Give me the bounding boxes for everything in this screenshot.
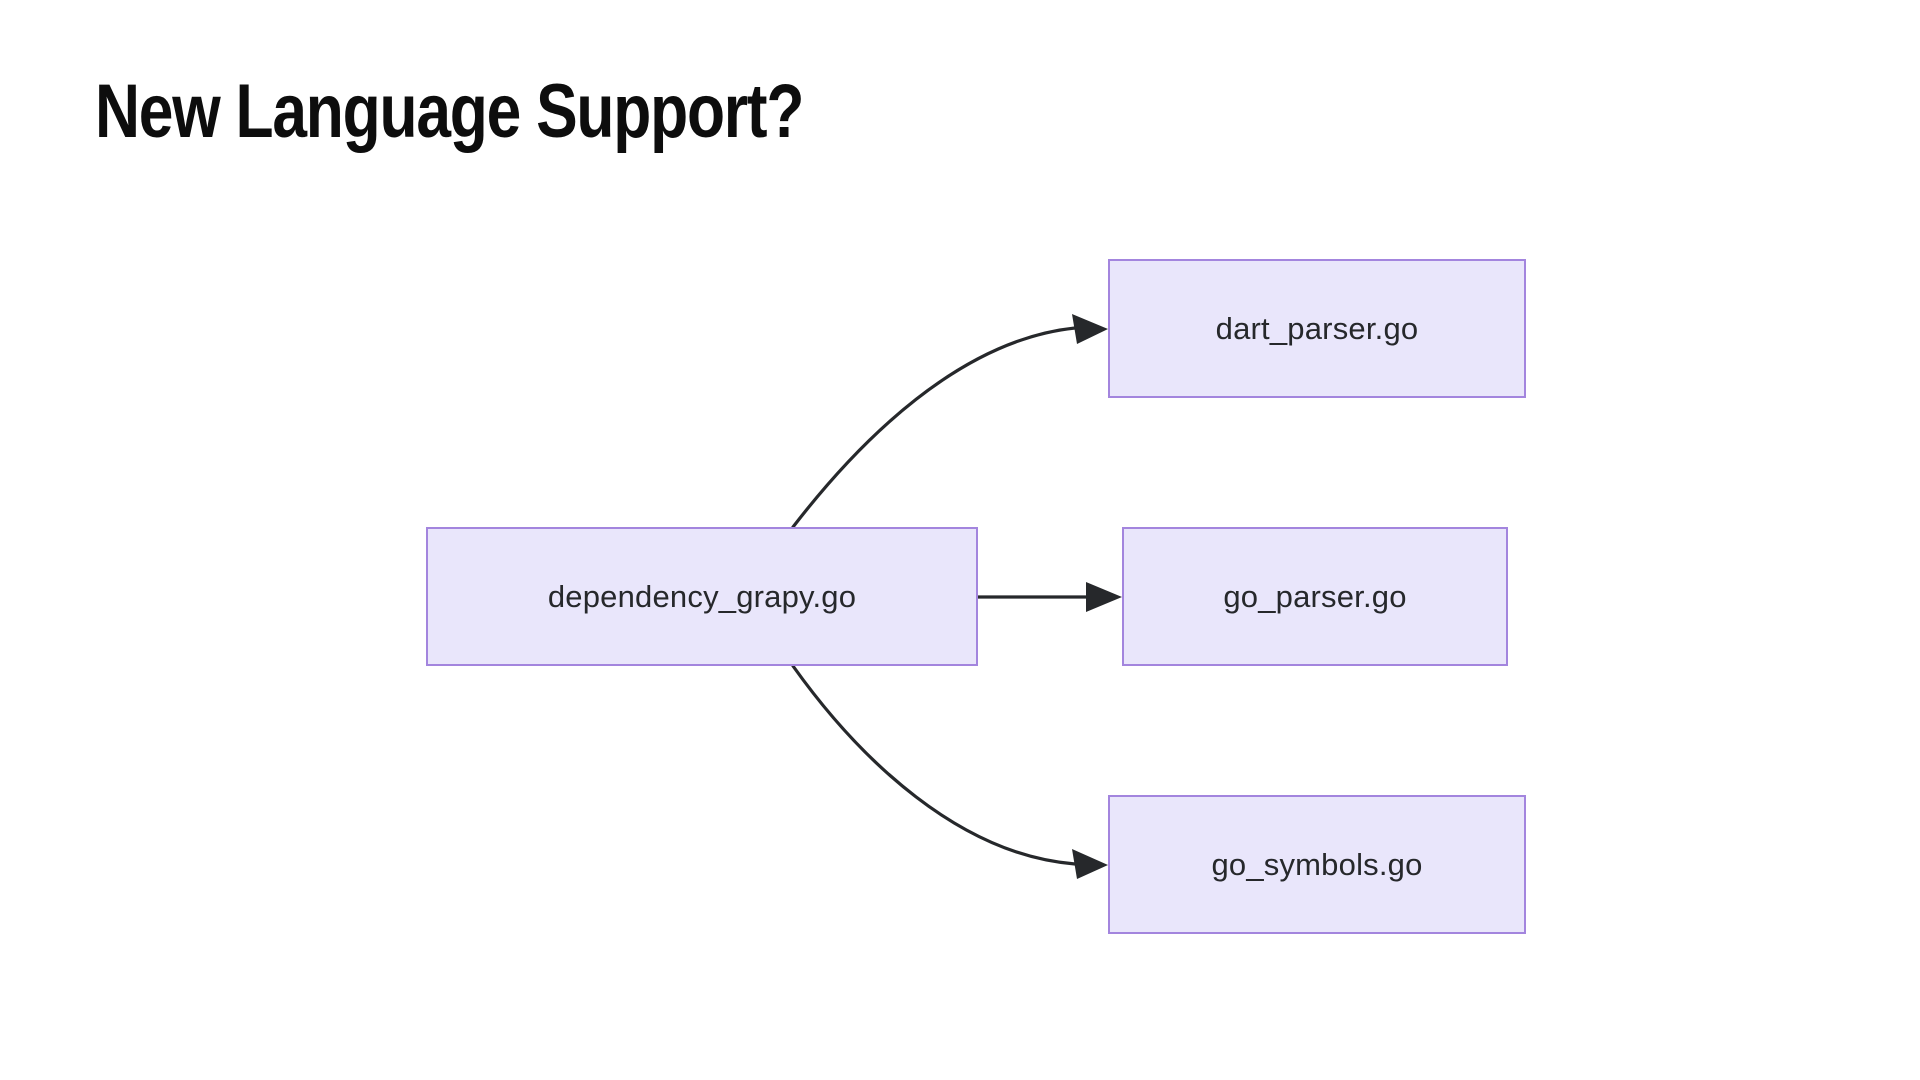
node-label: go_symbols.go	[1211, 846, 1423, 882]
edge-dependency-grapy-to-go-parser	[976, 582, 1122, 612]
node-dependency-grapy-go[interactable]: dependency_grapy.go	[426, 527, 978, 666]
arrow-head-icon	[1086, 582, 1122, 612]
node-go-parser-go[interactable]: go_parser.go	[1122, 527, 1508, 666]
arrow-head-icon	[1072, 849, 1108, 879]
page-title: New Language Support?	[95, 69, 804, 154]
edge-dependency-grapy-to-go-symbols	[791, 664, 1108, 879]
edge-dependency-grapy-to-dart-parser	[791, 314, 1108, 529]
node-label: dart_parser.go	[1215, 310, 1419, 346]
node-label: dependency_grapy.go	[547, 578, 857, 614]
node-label: go_parser.go	[1223, 578, 1407, 614]
node-go-symbols-go[interactable]: go_symbols.go	[1108, 795, 1526, 934]
node-dart-parser-go[interactable]: dart_parser.go	[1108, 259, 1526, 398]
arrow-head-icon	[1072, 314, 1108, 344]
